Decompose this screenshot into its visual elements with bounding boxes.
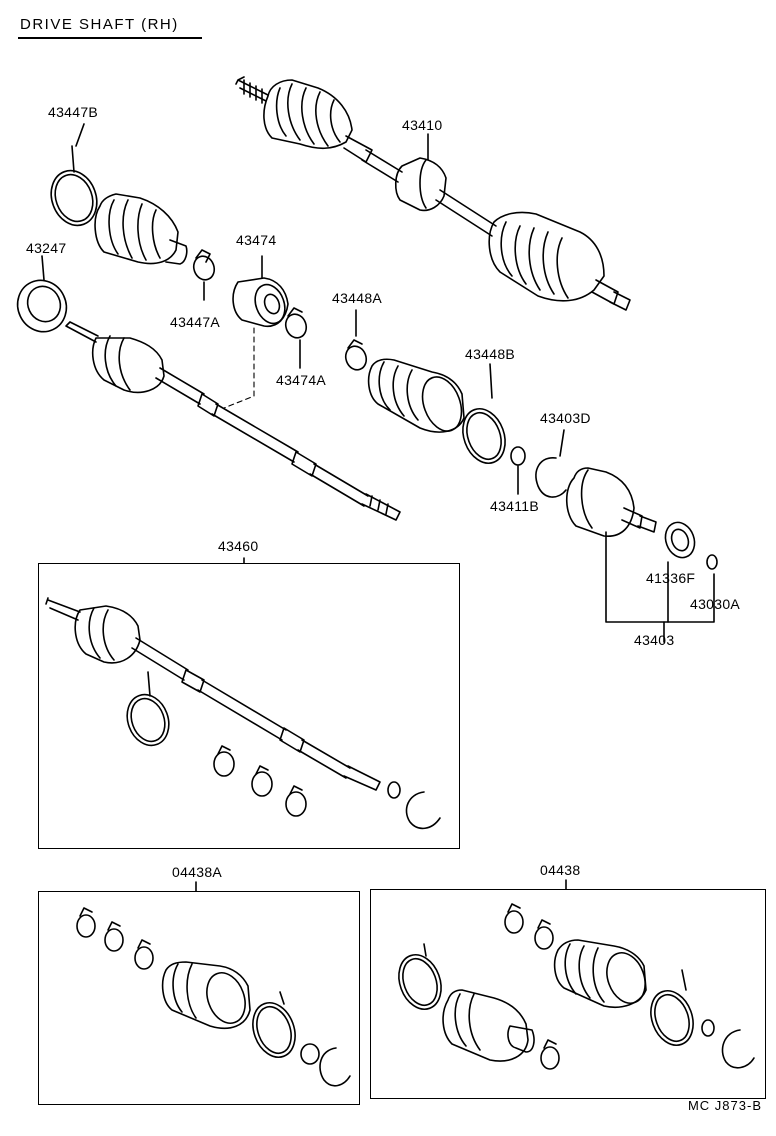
label-43447A: 43447A bbox=[170, 314, 221, 330]
intermediate-shaft-drawing bbox=[65, 321, 401, 521]
clamp-43447B-drawing bbox=[50, 145, 98, 227]
kit-04438-drawing bbox=[398, 879, 755, 1070]
clamp-43447A-drawing bbox=[192, 249, 216, 301]
label-43411B: 43411B bbox=[490, 498, 540, 514]
label-43448B: 43448B bbox=[465, 346, 516, 362]
damper-43474-drawing bbox=[223, 255, 289, 409]
leader-lines bbox=[75, 123, 429, 161]
clamp-43474A-drawing bbox=[284, 307, 308, 369]
ring-43403D-drawing bbox=[535, 429, 567, 498]
bearing-41336F-drawing bbox=[664, 521, 696, 559]
inner-joint-43403-drawing bbox=[565, 467, 715, 643]
label-43403: 43403 bbox=[634, 632, 675, 648]
kit-box-43460 bbox=[38, 563, 460, 849]
kit-04438A-drawing bbox=[76, 881, 351, 1087]
label-43410: 43410 bbox=[402, 117, 443, 133]
label-41336F: 41336F bbox=[646, 570, 696, 586]
kit-43460-drawing bbox=[45, 557, 441, 830]
label-43460: 43460 bbox=[218, 538, 259, 554]
label-43474A: 43474A bbox=[276, 372, 327, 388]
kit-box-04438 bbox=[370, 889, 766, 1099]
label-43403D: 43403D bbox=[540, 410, 591, 426]
label-43247: 43247 bbox=[26, 240, 67, 256]
label-04438A: 04438A bbox=[172, 864, 223, 880]
kit-box-04438A bbox=[38, 891, 360, 1105]
diagram-title: DRIVE SHAFT (RH) bbox=[20, 16, 179, 33]
outer-boot-drawing bbox=[94, 193, 188, 265]
label-43030A: 43030A bbox=[690, 596, 741, 612]
label-43474: 43474 bbox=[236, 232, 277, 248]
clamp-43448A-drawing bbox=[344, 309, 368, 371]
ring-43411B-drawing bbox=[510, 446, 526, 495]
shaft-assembly-43410-drawing bbox=[235, 76, 631, 311]
footer-code: MC J873-B bbox=[687, 1098, 762, 1113]
clamp-43448B-drawing bbox=[462, 363, 506, 464]
label-43448A: 43448A bbox=[332, 290, 383, 306]
label-43447B: 43447B bbox=[48, 104, 99, 120]
label-04438: 04438 bbox=[540, 862, 581, 878]
title-underline bbox=[18, 37, 202, 39]
inner-boot-drawing bbox=[367, 358, 465, 433]
seal-43247-drawing bbox=[16, 255, 68, 333]
ring-43030A-drawing bbox=[706, 554, 718, 570]
